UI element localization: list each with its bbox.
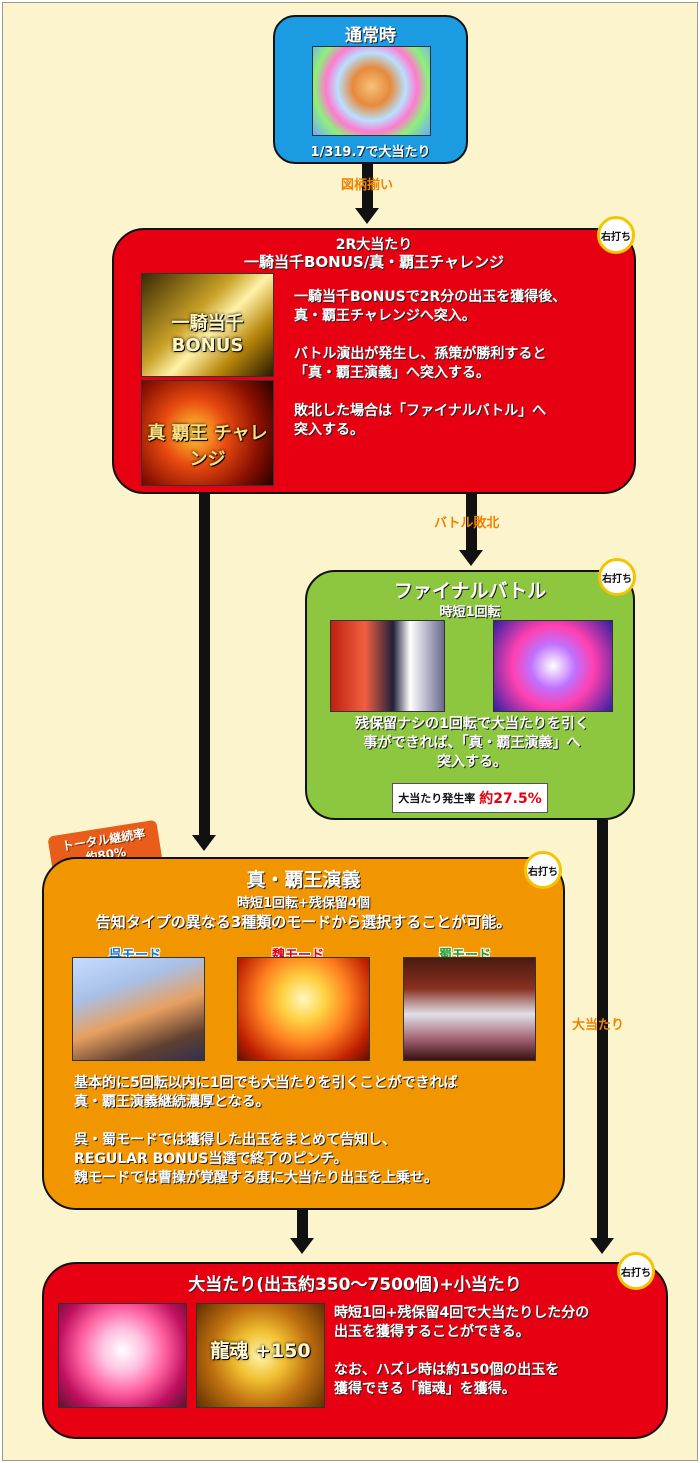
r2-description: 一騎当千BONUSで2R分の出玉を獲得後、 真・覇王チャレンジへ突入。 バトル演… [294, 289, 567, 438]
final-rate-label: 大当たり発生率 [398, 792, 476, 805]
go-mode-image [72, 957, 205, 1061]
final-rate-box: 大当たり発生率 約27.5% [392, 783, 548, 813]
arrow-4-line [597, 820, 608, 1240]
shin-description: 基本的に5回転以内に1回でも大当たりを引くことができれば 真・覇王演義継続濃厚と… [74, 1075, 458, 1186]
normal-odds: 1/319.7で大当たり [310, 145, 431, 160]
gi-mode-image [237, 957, 370, 1061]
shin-title: 真・覇王演義 [246, 869, 361, 891]
shin-sub: 時短1回転+残保留4個 [237, 896, 370, 911]
big-hit-box: 大当たり(出玉約350〜7500個)+小当たり 龍魂 +150 時短1回+残保留… [42, 1262, 668, 1439]
final-title: ファイナルバトル [393, 580, 547, 602]
shin-intro: 告知タイプの異なる3種類のモードから選択することが可能。 [95, 913, 512, 931]
big-description: 時短1回+残保留4回で大当たりした分の 出玉を獲得することができる。 なお、ハズ… [334, 1305, 590, 1397]
r2-box: 2R大当たり 一騎当千BONUS/真・覇王チャレンジ 一騎当千 BONUS 真 … [112, 228, 636, 494]
arrow-1-line [362, 164, 373, 208]
shin-haou-engi-box: 真・覇王演義 時短1回転+残保留4個 告知タイプの異なる3種類のモードから選択す… [42, 857, 565, 1210]
migi-uchi-badge-3: 右打ち [524, 851, 562, 889]
big-bonus-image [58, 1303, 187, 1408]
haou-challenge-caption: 真 覇王 チャレンジ [147, 423, 268, 470]
migi-uchi-badge-2: 右打ち [598, 558, 636, 596]
haou-challenge-image: 真 覇王 チャレンジ [141, 380, 274, 486]
final-sub: 時短1回転 [439, 605, 501, 620]
arrow-4-head [590, 1238, 614, 1254]
arrow-3-head [192, 835, 216, 851]
ikki-bonus-caption: 一騎当千 BONUS [171, 313, 244, 356]
ryukon-image: 龍魂 +150 [196, 1303, 325, 1408]
r2-title-1: 2R大当たり [335, 237, 413, 253]
arrow-1-label: 図柄揃い [341, 178, 394, 193]
arrow-5-head [290, 1238, 314, 1254]
migi-uchi-badge-1: 右打ち [597, 216, 635, 254]
arrow-1-head [355, 208, 379, 224]
final-image-2 [493, 620, 613, 712]
migi-uchi-badge-4: 右打ち [617, 1252, 655, 1290]
big-title: 大当たり(出玉約350〜7500個)+小当たり [188, 1275, 522, 1295]
final-battle-box: ファイナルバトル 時短1回転 残保留ナシの1回転で大当たりを引く 事ができれば、… [305, 570, 635, 820]
normal-screen-image [312, 46, 431, 136]
arrow-3-line [199, 494, 210, 837]
r2-title-2: 一騎当千BONUS/真・覇王チャレンジ [243, 253, 505, 271]
shoku-mode-image [403, 957, 536, 1061]
ikki-bonus-image: 一騎当千 BONUS [141, 273, 274, 377]
final-image-1 [330, 620, 445, 712]
arrow-5-line [297, 1210, 308, 1240]
final-rate-value: 約27.5% [479, 791, 542, 807]
final-description: 残保留ナシの1回転で大当たりを引く 事ができれば、「真・覇王演義」へ 突入する。 [355, 716, 589, 770]
normal-mode-box: 通常時 1/319.7で大当たり [273, 15, 468, 164]
normal-title: 通常時 [345, 26, 396, 46]
arrow-4-label: 大当たり [572, 1018, 625, 1033]
arrow-2-head [459, 550, 483, 566]
ryukon-caption: 龍魂 +150 [210, 1340, 311, 1362]
arrow-2-line [466, 494, 477, 550]
arrow-2-label: バトル敗北 [434, 516, 500, 531]
